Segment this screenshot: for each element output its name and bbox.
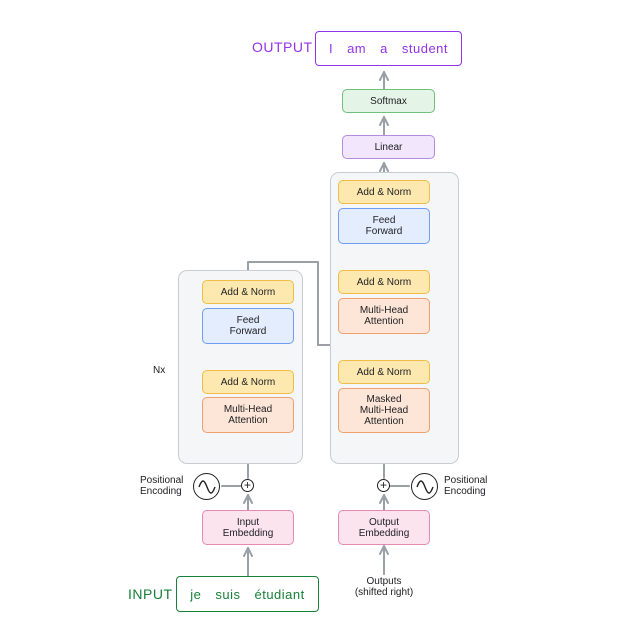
output-word: I — [328, 41, 334, 56]
input-word: suis — [215, 586, 241, 602]
output-word: student — [401, 41, 449, 56]
decoder-positional-encoding-label: Positional Encoding — [444, 475, 488, 497]
output-label: OUTPUT — [252, 39, 313, 55]
nx-repeat-label: Nx — [153, 365, 166, 376]
input-embedding-block: Input Embedding — [202, 510, 294, 545]
encoder-add-norm-top: Add & Norm — [202, 280, 294, 304]
output-sentence-box: I am a student — [315, 31, 462, 66]
softmax-block: Softmax — [342, 89, 435, 113]
decoder-add-norm-bottom: Add & Norm — [338, 360, 430, 384]
output-embedding-block: Output Embedding — [338, 510, 430, 545]
output-word: a — [380, 41, 388, 56]
add-circle-icon: + — [377, 479, 390, 492]
decoder-add-norm-middle: Add & Norm — [338, 270, 430, 294]
add-circle-icon: + — [241, 479, 254, 492]
sine-wave-icon — [193, 473, 220, 500]
decoder-cross-attention: Multi-Head Attention — [338, 298, 430, 334]
encoder-feed-forward: Feed Forward — [202, 308, 294, 344]
decoder-feed-forward: Feed Forward — [338, 208, 430, 244]
encoder-add-norm-bottom: Add & Norm — [202, 370, 294, 394]
encoder-multi-head-attention: Multi-Head Attention — [202, 397, 294, 433]
decoder-masked-attention: Masked Multi-Head Attention — [338, 388, 430, 433]
input-label: INPUT — [128, 586, 173, 602]
encoder-positional-encoding-label: Positional Encoding — [140, 475, 184, 497]
linear-block: Linear — [342, 135, 435, 159]
output-word: am — [347, 41, 367, 56]
sine-wave-icon — [411, 473, 438, 500]
decoder-add-norm-top: Add & Norm — [338, 180, 430, 204]
outputs-shifted-right-caption: Outputs (shifted right) — [354, 576, 414, 598]
input-word: je — [190, 586, 202, 602]
input-sentence-box: je suis étudiant — [176, 576, 319, 612]
input-word: étudiant — [254, 586, 305, 602]
